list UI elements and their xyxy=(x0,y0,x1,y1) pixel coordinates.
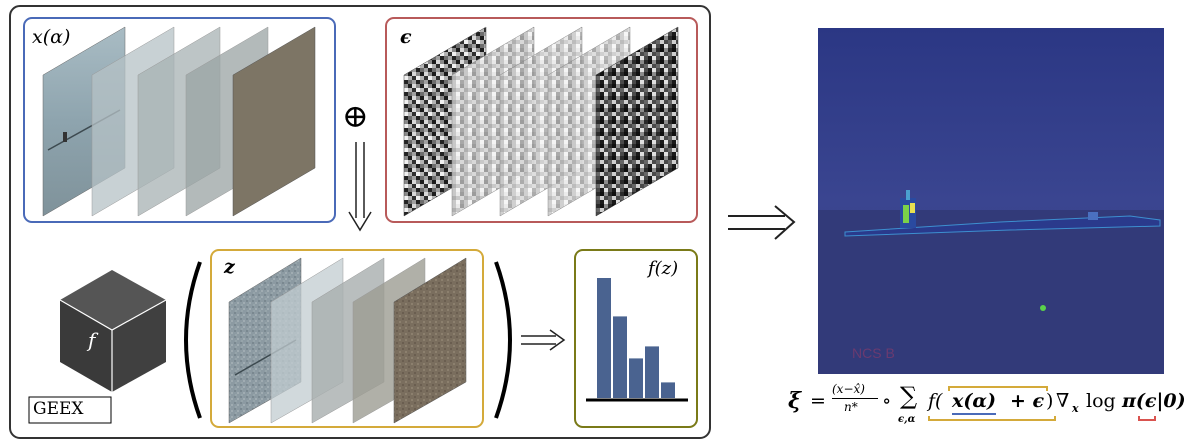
formula-overbrace xyxy=(948,386,1048,391)
paren-right xyxy=(494,261,512,419)
arrow-down-icon xyxy=(348,142,372,232)
geex-label: GEEX xyxy=(33,399,84,419)
eps-box xyxy=(385,17,698,223)
formula-sum-sub: ϵ,α xyxy=(898,414,916,425)
formula-x-alpha: x(α) xyxy=(952,390,996,415)
explanation-heatmap: NCS B xyxy=(818,28,1164,374)
fz-label: f(z) xyxy=(648,258,679,279)
fz-box xyxy=(574,249,698,428)
svg-text:NCS B: NCS B xyxy=(852,345,895,361)
arrow-right-big-icon xyxy=(728,205,796,240)
formula-circ: ∘ xyxy=(882,390,892,412)
formula-numerator: (x−x̂) xyxy=(832,382,865,396)
formula-pi-term: π(ϵ|0) xyxy=(1122,390,1186,412)
z-slices xyxy=(228,257,467,424)
formula-nabla: ∇ xyxy=(1056,390,1070,412)
formula: ξ = (x−x̂) n* ∘ ∑ ϵ,α f( x(α) + ϵ ) ∇ x … xyxy=(788,382,1188,438)
formula-fraction-bar xyxy=(832,398,878,399)
z-box xyxy=(210,249,484,428)
x-alpha-label: x(α) xyxy=(32,26,71,48)
x-alpha-slices xyxy=(42,26,316,217)
bar-3 xyxy=(629,358,643,398)
bar-2 xyxy=(613,316,627,398)
bar-1 xyxy=(597,278,611,398)
formula-denominator: n* xyxy=(844,400,858,414)
geex-box xyxy=(28,396,112,424)
z-label: z xyxy=(224,256,235,278)
formula-nabla-sub: x xyxy=(1072,402,1079,415)
bar-5 xyxy=(661,382,675,398)
formula-eps-underline xyxy=(1138,416,1156,421)
x-alpha-box xyxy=(23,17,336,223)
bar-4 xyxy=(645,346,659,398)
eps-slices xyxy=(403,26,679,217)
paren-left xyxy=(184,261,202,419)
formula-sum: ∑ xyxy=(900,382,918,410)
formula-plus-eps: + ϵ xyxy=(1010,390,1045,412)
bar-chart xyxy=(597,278,675,398)
formula-f-open: f( xyxy=(928,390,943,412)
slice-image-5 xyxy=(232,26,316,217)
formula-underbrace xyxy=(928,416,1056,421)
geex-frame xyxy=(9,5,711,439)
oplus-icon: ⊕ xyxy=(342,97,369,135)
cube-f-label: f xyxy=(88,328,96,352)
arrow-right-icon xyxy=(521,329,566,351)
formula-xi: ξ xyxy=(788,388,802,414)
formula-log: log xyxy=(1086,390,1116,412)
eps-label: ϵ xyxy=(400,26,412,48)
formula-close: ) xyxy=(1046,390,1054,412)
cube-icon xyxy=(59,270,167,392)
formula-eq: = xyxy=(810,390,826,412)
